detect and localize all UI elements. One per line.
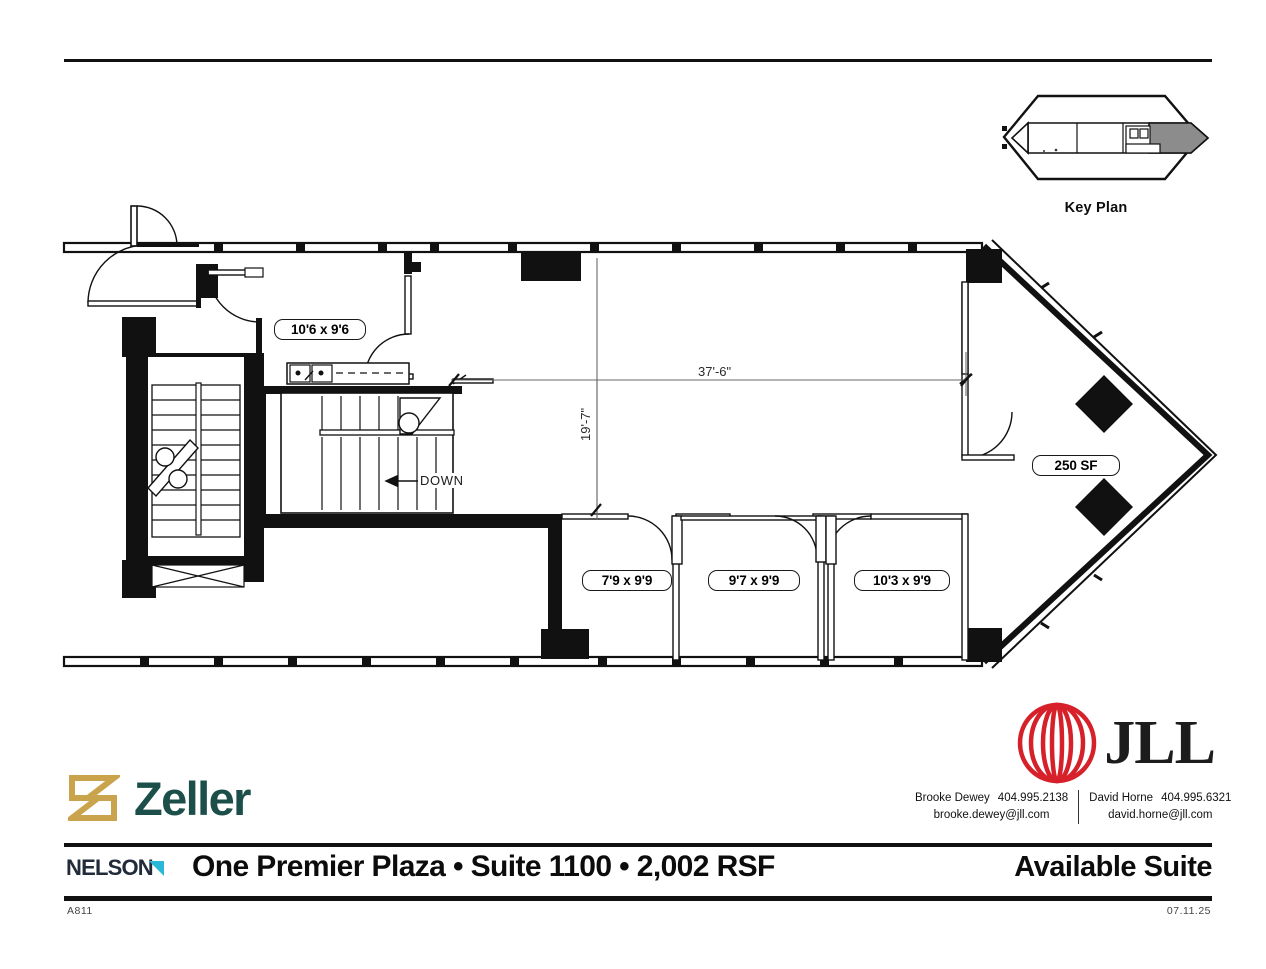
zeller-z-mark-icon <box>68 775 120 821</box>
elevator-shaft-stair-left <box>126 353 264 588</box>
stair-down-label: DOWN <box>418 473 466 488</box>
broker-2-phone[interactable]: 404.995.6321 <box>1161 792 1232 804</box>
title-bar-top-rule <box>64 843 1212 847</box>
northwest-entry-walls <box>87 205 201 308</box>
key-plan-diagram <box>1002 94 1210 181</box>
sheet-number: A811 <box>67 905 93 917</box>
broker-1-phone[interactable]: 404.995.2138 <box>997 792 1069 804</box>
exterior-window-wall-south <box>62 655 984 668</box>
zeller-wordmark: Zeller <box>134 771 251 825</box>
sheet-top-rule <box>64 59 1212 62</box>
dimension-vertical-label: 19'-7" <box>578 403 593 445</box>
room-tag-office-a[interactable]: 7'9 x 9'9 <box>582 570 672 591</box>
exterior-window-wall-north <box>62 241 984 254</box>
room-tag-kitchen-office[interactable]: 10'6 x 9'6 <box>274 319 366 340</box>
jll-globe-icon <box>1018 702 1097 784</box>
status-badge: Available Suite <box>1014 851 1212 883</box>
title-bar-bottom-rule <box>64 896 1212 901</box>
nelson-wordmark: NELSON <box>66 855 154 880</box>
room-tag-corner-suite[interactable]: 250 SF <box>1032 455 1120 476</box>
broker-2-name: David Horne <box>1089 792 1154 804</box>
kitchenette-counter <box>286 362 410 385</box>
structural-columns <box>122 249 1133 662</box>
room-tag-office-b[interactable]: 9'7 x 9'9 <box>708 570 800 591</box>
page-title: One Premier Plaza • Suite 1100 • 2,002 R… <box>192 850 775 883</box>
dimension-horizontal-label: 37'-6" <box>694 364 736 379</box>
broker-2-email[interactable]: david.horne@jll.com <box>1108 809 1213 821</box>
zeller-logo[interactable]: Zeller <box>68 771 251 825</box>
stair-down-arrow <box>384 474 418 488</box>
sheet-date: 07.11.25 <box>1166 905 1211 917</box>
nelson-triangle-accent-icon <box>148 860 164 876</box>
key-plan[interactable]: Key Plan <box>960 82 1232 232</box>
key-plan-label: Key Plan <box>1064 200 1128 216</box>
exterior-angled-curtain-wall-east <box>981 239 1218 669</box>
room-tag-office-c[interactable]: 10'3 x 9'9 <box>854 570 950 591</box>
jll-logo[interactable]: JLL <box>905 700 1216 786</box>
broker-contact-2[interactable]: David Horne 404.995.6321 david.horne@jll.… <box>1079 790 1241 824</box>
broker-contacts: Brooke Dewey 404.995.2138 brooke.dewey@jl… <box>905 790 1231 824</box>
jll-wordmark: JLL <box>1104 709 1216 777</box>
jll-branding-block: JLL Brooke Dewey 404.995.2138 brooke.dewe… <box>905 700 1231 824</box>
north-center-partition <box>207 252 421 380</box>
nelson-logo[interactable]: NELSON <box>66 857 164 879</box>
broker-contact-1[interactable]: Brooke Dewey 404.995.2138 brooke.dewey@jl… <box>905 790 1080 824</box>
east-demising-wall <box>959 281 1015 461</box>
broker-1-name: Brooke Dewey <box>915 792 990 804</box>
dimension-lines <box>448 258 972 520</box>
broker-1-email[interactable]: brooke.dewey@jll.com <box>933 809 1050 821</box>
stair-down-right <box>258 374 562 650</box>
